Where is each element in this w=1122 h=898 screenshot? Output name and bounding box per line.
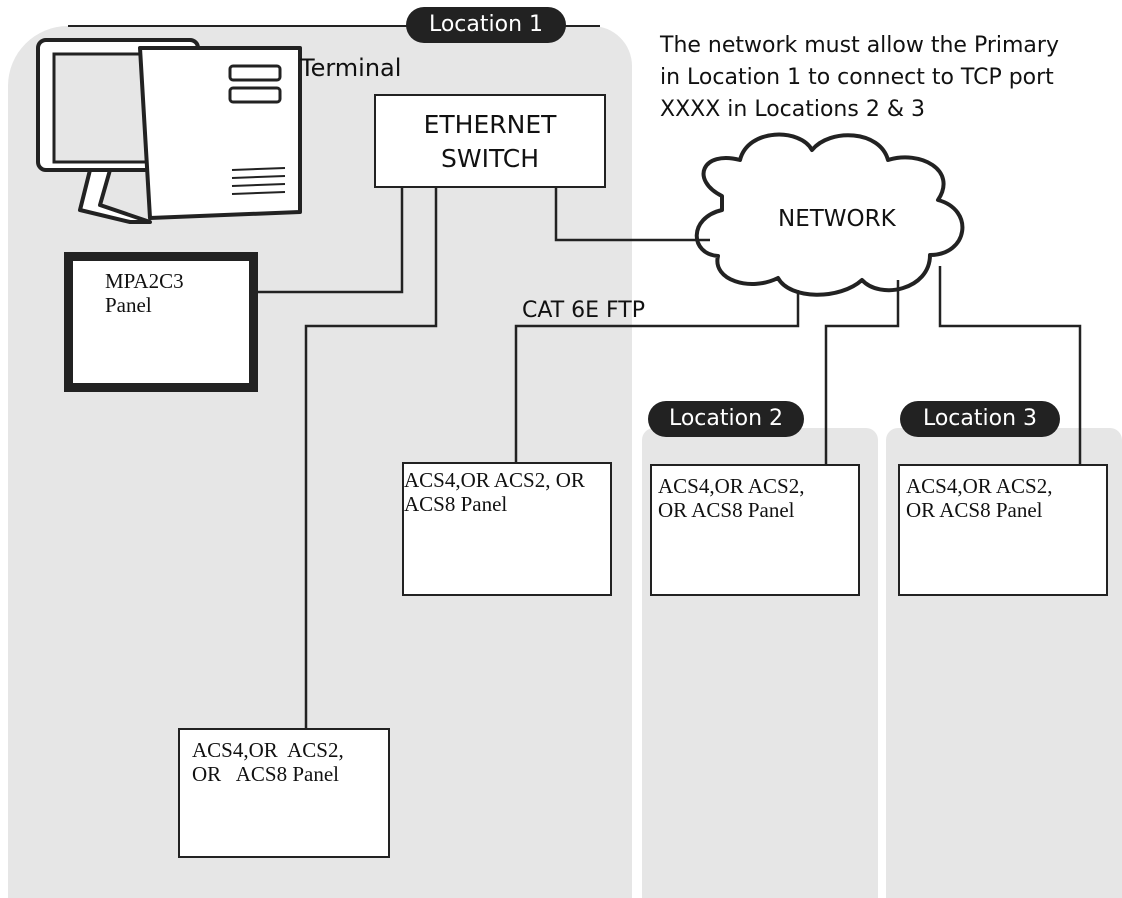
acs-loc2-line-2: OR ACS8 Panel bbox=[658, 498, 795, 522]
location-2-label: Location 2 bbox=[648, 401, 804, 437]
location-3-label: Location 3 bbox=[900, 401, 1060, 437]
switch-line-1: ETHERNET bbox=[423, 110, 557, 139]
mpa-line-2: Panel bbox=[105, 293, 152, 317]
terminal-label: Terminal bbox=[300, 54, 402, 82]
ethernet-switch: ETHERNET SWITCH bbox=[374, 94, 606, 188]
note-line-2: in Location 1 to connect to TCP port bbox=[660, 65, 1054, 90]
acs-loc2-line-1: ACS4,OR ACS2, bbox=[658, 474, 805, 498]
acs-mid-line-1: ACS4,OR ACS2, OR bbox=[404, 468, 585, 492]
acs-bottom-line-1: ACS4,OR ACS2, bbox=[192, 738, 344, 762]
computer-tower-icon bbox=[138, 46, 302, 220]
acs-mid-line-2: ACS8 Panel bbox=[404, 492, 508, 516]
acs-bottom-line-2: OR ACS8 Panel bbox=[192, 762, 340, 786]
acs-panel-location-2: ACS4,OR ACS2, OR ACS8 Panel bbox=[650, 464, 860, 596]
acs-panel-location-1-mid: ACS4,OR ACS2, OR ACS8 Panel bbox=[402, 462, 612, 596]
acs-loc3-line-1: ACS4,OR ACS2, bbox=[906, 474, 1053, 498]
mpa2c3-panel: MPA2C3 Panel bbox=[64, 252, 258, 392]
network-label: NETWORK bbox=[778, 206, 896, 232]
note-line-1: The network must allow the Primary bbox=[660, 33, 1059, 58]
network-cloud-icon bbox=[694, 132, 965, 297]
network-note: The network must allow the Primary in Lo… bbox=[660, 30, 1059, 126]
location-1-label: Location 1 bbox=[406, 7, 566, 43]
switch-line-2: SWITCH bbox=[440, 144, 540, 173]
acs-loc3-line-2: OR ACS8 Panel bbox=[906, 498, 1043, 522]
cable-label: CAT 6E FTP bbox=[522, 298, 645, 323]
note-line-3: XXXX in Locations 2 & 3 bbox=[660, 97, 925, 122]
acs-panel-location-3: ACS4,OR ACS2, OR ACS8 Panel bbox=[898, 464, 1108, 596]
acs-panel-location-1-bottom: ACS4,OR ACS2, OR ACS8 Panel bbox=[178, 728, 390, 858]
wires bbox=[256, 186, 1082, 730]
mpa-line-1: MPA2C3 bbox=[105, 269, 184, 293]
